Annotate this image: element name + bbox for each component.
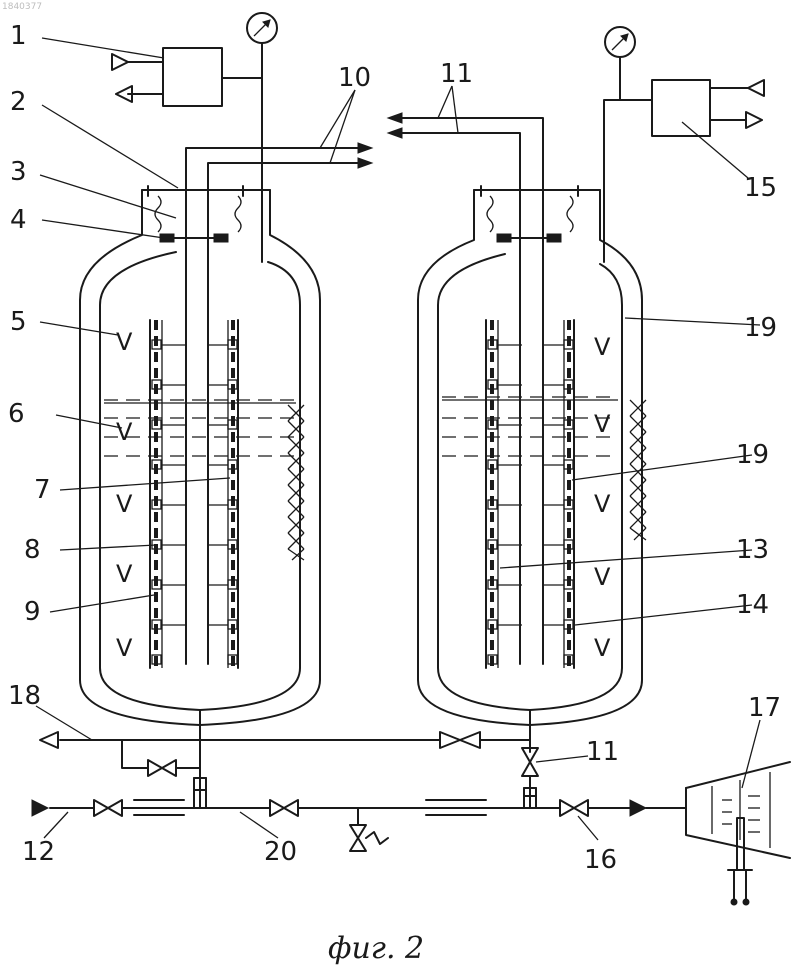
right-control-unit bbox=[652, 80, 710, 136]
right-electrode-left bbox=[486, 320, 522, 668]
label-5: 3 bbox=[10, 157, 27, 187]
label-11-left: 8 bbox=[24, 535, 41, 565]
drain-actuator bbox=[366, 832, 388, 844]
outlet-arrow bbox=[630, 800, 646, 816]
label-16: 15 bbox=[744, 173, 777, 203]
label-14: 19 bbox=[736, 440, 769, 470]
label-17: 11 bbox=[586, 737, 619, 767]
label-18: 16 bbox=[584, 845, 617, 875]
label-12: 17 bbox=[748, 693, 781, 723]
valve-main bbox=[270, 800, 298, 816]
valve-line-20 bbox=[440, 732, 480, 748]
label-3: 20 bbox=[264, 837, 297, 867]
valve-inlet-2 bbox=[94, 800, 122, 816]
v-mark: V bbox=[594, 333, 611, 361]
left-bellows-right bbox=[235, 196, 241, 232]
left-heater-hatch bbox=[288, 405, 304, 560]
right-electrode-right bbox=[544, 320, 574, 668]
inlet-2-arrow bbox=[32, 800, 48, 816]
label-19-left: 10 bbox=[338, 63, 371, 93]
label-8: 9 bbox=[24, 597, 41, 627]
v-mark: V bbox=[116, 560, 133, 588]
label-19-right: 11 bbox=[440, 59, 473, 89]
v-mark: V bbox=[116, 634, 133, 662]
right-unit-output-arrow bbox=[746, 112, 762, 128]
reference-labels: 1 2 3 4 5 6 7 8 9 10 11 19 19 13 14 15 1… bbox=[8, 21, 781, 875]
v-mark: V bbox=[594, 563, 611, 591]
v-mark: V bbox=[594, 634, 611, 662]
left-bellows-left bbox=[155, 196, 161, 232]
v-mark: V bbox=[594, 490, 611, 518]
collector-vessel bbox=[686, 762, 790, 905]
label-15: 13 bbox=[736, 535, 769, 565]
label-20: 18 bbox=[8, 681, 41, 711]
gas-outlet-arrows bbox=[358, 113, 402, 168]
label-1: 5 bbox=[10, 307, 27, 337]
left-seal-right bbox=[214, 234, 228, 242]
left-control-unit bbox=[163, 48, 222, 106]
right-vessel bbox=[390, 27, 764, 752]
label-2: 12 bbox=[22, 837, 55, 867]
v-mark: V bbox=[116, 328, 133, 356]
right-unit-input-arrow bbox=[748, 80, 764, 96]
drain-valve bbox=[350, 825, 366, 851]
valve-18 bbox=[560, 800, 588, 816]
label-6: 4 bbox=[10, 205, 27, 235]
v-mark: V bbox=[116, 490, 133, 518]
left-unit-input-arrow bbox=[112, 54, 128, 70]
v-mark: V bbox=[116, 418, 133, 446]
label-7: 2 bbox=[10, 87, 27, 117]
v-mark: V bbox=[594, 410, 611, 438]
right-pressure-line bbox=[604, 100, 620, 262]
inlet-20-arrow bbox=[40, 732, 58, 748]
label-10: 6 bbox=[8, 399, 25, 429]
left-electrode-right bbox=[208, 320, 238, 668]
figure-caption: фиг. 2 bbox=[328, 931, 424, 966]
corner-id: 1840377 bbox=[2, 2, 42, 12]
label-4: 1 bbox=[10, 21, 27, 51]
label-13: 19 bbox=[744, 313, 777, 343]
valve-bypass-left bbox=[148, 760, 176, 776]
label-9: 7 bbox=[34, 475, 51, 505]
label-11-right: 14 bbox=[736, 590, 769, 620]
left-electrode-left bbox=[150, 320, 187, 668]
v-marks: V V V V V V V V V V bbox=[116, 328, 611, 662]
left-gas-pipe-outer bbox=[186, 148, 370, 664]
